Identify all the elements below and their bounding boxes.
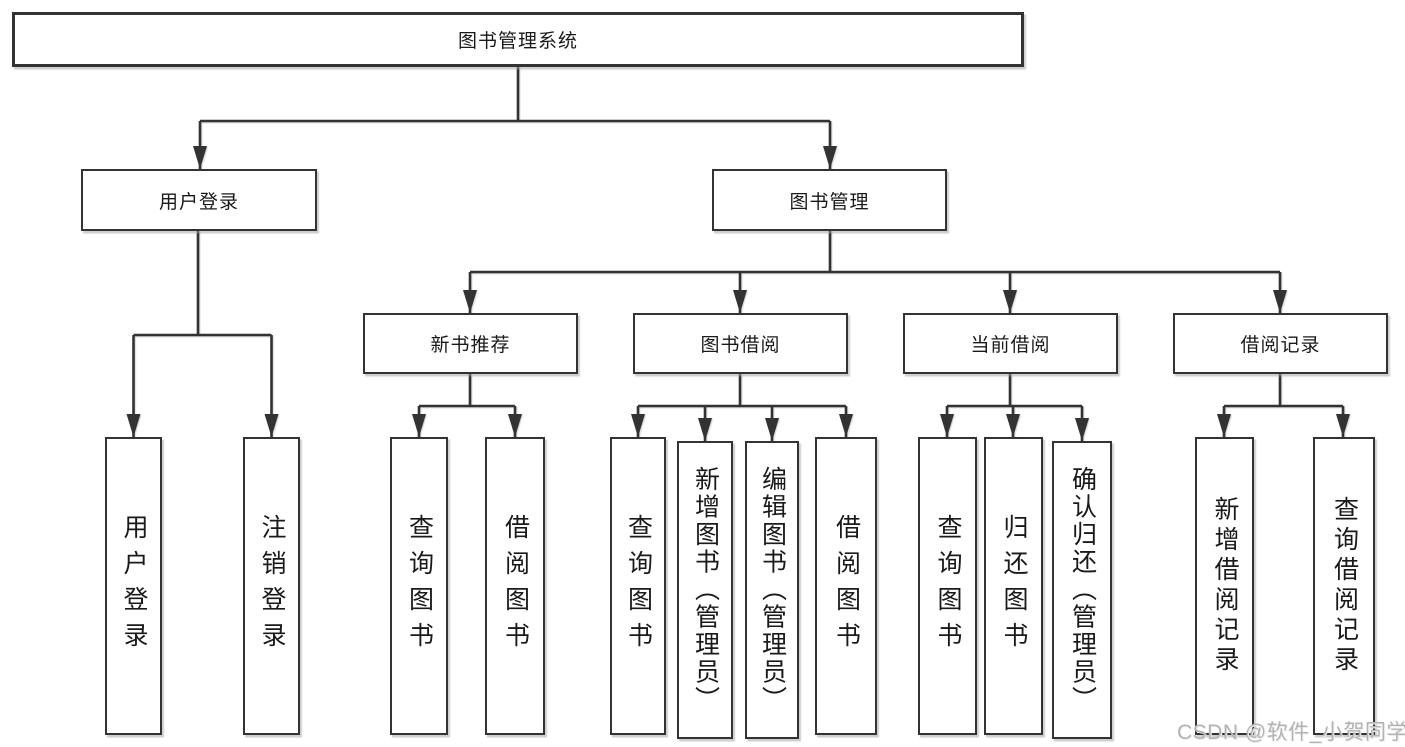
connector-newbooks-children [412, 374, 522, 437]
node-leaf-edit-book-admin: 编辑图书（管理员） [745, 441, 799, 739]
node-library-system: 图书管理系统 [12, 12, 1024, 67]
node-borrowing-records: 借阅记录 [1173, 313, 1388, 374]
node-leaf-add-book-admin: 新增图书（管理员） [677, 441, 733, 739]
node-current-borrowing: 当前借阅 [903, 313, 1118, 374]
connector-records-children [1217, 374, 1350, 437]
node-leaf-query-books-1: 查询图书 [390, 437, 448, 735]
node-new-book-recommend: 新书推荐 [363, 313, 578, 374]
node-leaf-query-books-3: 查询图书 [918, 437, 977, 735]
node-leaf-query-borrow-record: 查询借阅记录 [1313, 437, 1375, 735]
connector-root-to-level2 [193, 67, 837, 169]
node-leaf-return-book: 归还图书 [984, 437, 1043, 735]
node-leaf-logout: 注销登录 [243, 437, 300, 735]
node-user-login: 用户登录 [81, 169, 317, 231]
csdn-watermark: CSDN @软件_小贺同学 [1177, 721, 1405, 744]
connector-bookmgmt-to-level3 [463, 231, 1287, 313]
node-leaf-borrow-books-1: 借阅图书 [485, 437, 545, 735]
connector-current-children [940, 374, 1089, 441]
node-book-management: 图书管理 [712, 169, 947, 231]
node-leaf-user-login: 用户登录 [105, 437, 162, 735]
node-leaf-borrow-books-2: 借阅图书 [815, 437, 877, 735]
node-leaf-confirm-return-admin: 确认归还（管理员） [1052, 441, 1112, 739]
connector-borrow-children [631, 374, 853, 441]
node-leaf-query-books-2: 查询图书 [610, 437, 666, 735]
connector-login-children [126, 231, 279, 437]
node-book-borrowing: 图书借阅 [633, 313, 848, 374]
node-leaf-add-borrow-record: 新增借阅记录 [1195, 437, 1254, 735]
